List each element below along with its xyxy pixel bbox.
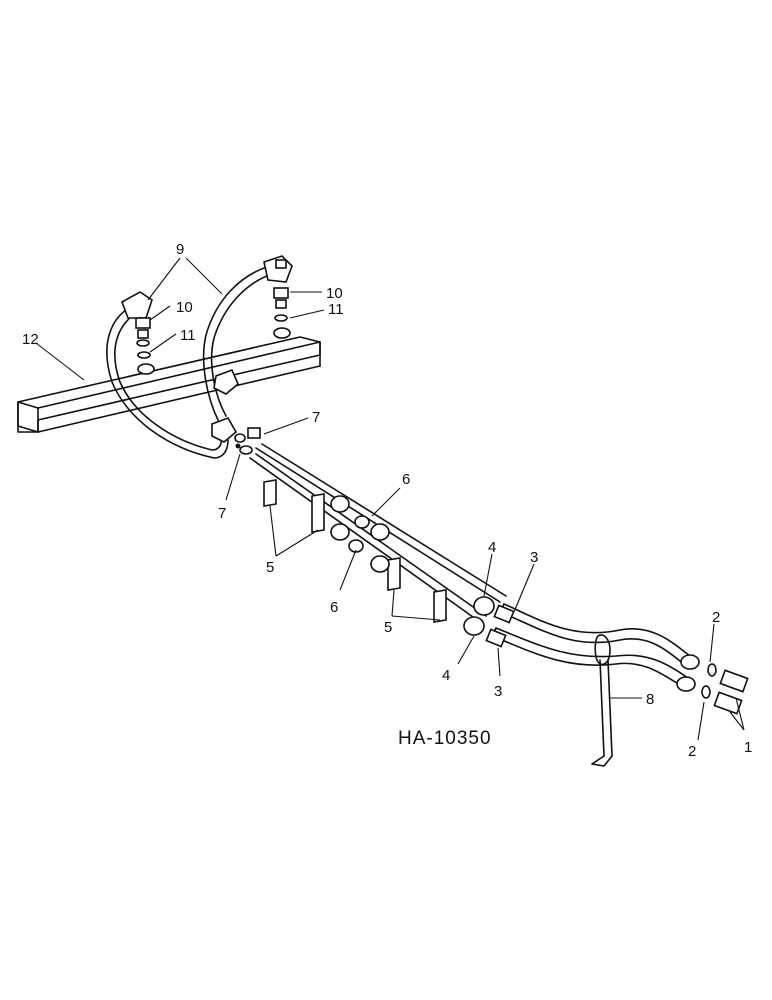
frame-tube: [17, 336, 321, 433]
end-couplers: [701, 663, 749, 715]
callout-4: 4: [488, 539, 496, 556]
callout-4: 4: [442, 667, 450, 684]
drawing-id: HA-10350: [398, 728, 492, 749]
tube-nuts: [463, 596, 495, 636]
callout-1: 1: [744, 739, 752, 756]
tube-clips: [263, 479, 447, 623]
callout-7: 7: [312, 409, 320, 426]
upper-hoses: [106, 255, 293, 459]
callout-12: 12: [22, 331, 39, 348]
callout-10: 10: [176, 299, 193, 316]
callout-6: 6: [402, 471, 410, 488]
callout-3: 3: [530, 549, 538, 566]
tube-unions: [330, 495, 390, 573]
callout-2: 2: [688, 743, 696, 760]
coupler-adapters: [135, 287, 291, 375]
lower-hoses: [485, 602, 700, 692]
callout-3: 3: [494, 683, 502, 700]
callout-11: 11: [328, 301, 344, 318]
hose-support-bracket: [591, 634, 613, 767]
callout-8: 8: [646, 691, 654, 708]
callout-5: 5: [266, 559, 274, 576]
callout-10: 10: [326, 285, 343, 302]
callout-9: 9: [176, 241, 184, 258]
callout-6: 6: [330, 599, 338, 616]
callout-labels: 1 2 2 3 3 4 4 5 5 6 6 7 7 8 9 10 10 11 1…: [22, 241, 752, 760]
tee-fittings: [234, 427, 261, 455]
leader-lines: [35, 257, 745, 741]
callout-11: 11: [180, 327, 196, 344]
callout-7: 7: [218, 505, 226, 522]
callout-2: 2: [712, 609, 720, 626]
callout-5: 5: [384, 619, 392, 636]
